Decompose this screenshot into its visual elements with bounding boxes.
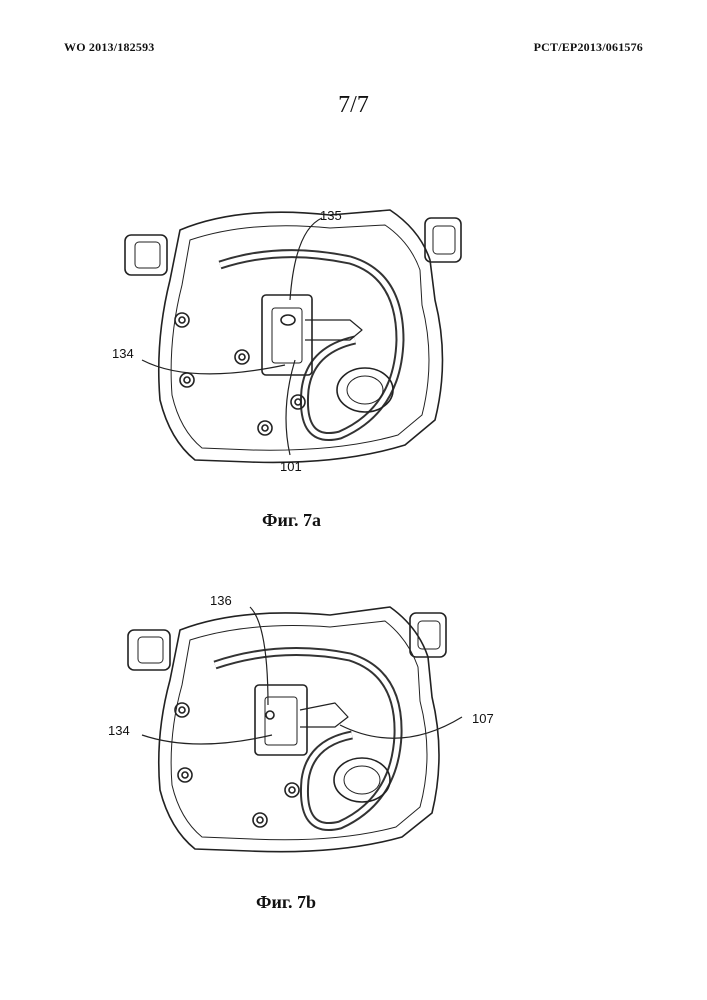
figure-7b-label-134: 134 xyxy=(108,723,130,738)
figure-7a-label-101: 101 xyxy=(280,459,302,474)
figure-7a-label-135: 135 xyxy=(320,208,342,223)
left-connector xyxy=(125,235,167,275)
round-opening xyxy=(334,758,390,802)
figure-7b-label-107: 107 xyxy=(472,711,494,726)
figure-7a-caption: Фиг. 7a xyxy=(262,510,321,531)
figure-7b-label-136: 136 xyxy=(210,593,232,608)
figure-7a-label-134: 134 xyxy=(112,346,134,361)
right-connector xyxy=(425,218,461,262)
right-connector xyxy=(410,613,446,657)
application-number: PCT/EP2013/061576 xyxy=(534,40,643,55)
figure-7b-drawing: 136 134 107 xyxy=(100,585,520,875)
figure-7b-caption: Фиг. 7b xyxy=(256,892,316,913)
publication-number: WO 2013/182593 xyxy=(64,40,154,55)
figure-7a-drawing: 135 134 101 xyxy=(100,190,500,490)
page-number: 7/7 xyxy=(0,92,707,119)
left-connector xyxy=(128,630,170,670)
